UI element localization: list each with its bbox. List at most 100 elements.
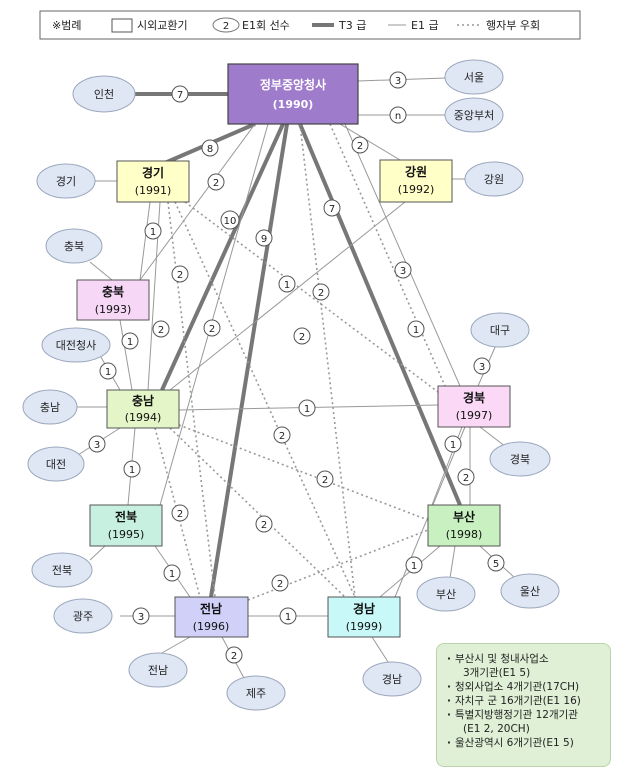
legend-count-label: E1회 선수 (242, 19, 290, 32)
system-jeonnam-year: (1996) (193, 620, 230, 633)
node-incheon (72, 75, 136, 113)
count-dot-gyeonggi-gyeongnam (273, 426, 291, 444)
count-center-gyeongbuk (394, 261, 412, 279)
link-center-gyeongbuk (344, 123, 461, 387)
count-jeonnam-gyeongnam-text: 1 (285, 612, 291, 623)
node-seoul-label: 서울 (464, 71, 484, 84)
count-daejeongov-chungnam-text: 1 (105, 367, 111, 378)
count-gwangju-jeonnam (132, 607, 150, 625)
system-gyeongbuk-year: (1997) (456, 409, 493, 422)
count-center-busan (323, 199, 341, 217)
note-item: 청외사업소 4개기관(17CH) (447, 680, 604, 694)
system-gyeongbuk-title: 경북 (463, 391, 485, 405)
count-dot-gyeonggi-jeonnam (171, 265, 189, 283)
count-center-gyeonggi-text: 8 (207, 144, 213, 155)
system-center-year: (1990) (273, 98, 314, 111)
systems: 정부중앙청사 (1990) 경기 (1991) 강원 (1992) 충북 (19… (76, 63, 511, 638)
node-ulsan-label: 울산 (520, 585, 540, 598)
node-gyeongnam-label: 경남 (382, 673, 402, 686)
system-jeonbuk-title: 전북 (115, 509, 137, 524)
count-center-seoul-text: 3 (395, 76, 401, 87)
notes-panel: 부산시 및 청내사업소 3개기관(E1 5) 청외사업소 4개기관(17CH) … (436, 643, 611, 767)
count-gyeonggi-chungnam (152, 320, 170, 338)
node-gyeongnam (362, 661, 422, 697)
count-center-gyeonggi (201, 139, 219, 157)
count-incheon-center-text: 7 (177, 90, 183, 101)
link-jeonbuk-node (89, 545, 106, 561)
legend-dotted-label: 행자부 우회 (486, 19, 540, 32)
count-gwangju-jeonnam-text: 3 (138, 612, 144, 623)
count-chungnam-jeonbuk (123, 460, 141, 478)
notes-list: 부산시 및 청내사업소 3개기관(E1 5) 청외사업소 4개기관(17CH) … (447, 652, 604, 750)
node-ministries (444, 97, 504, 133)
count-dot-chungnam-busan-text: 2 (322, 475, 328, 486)
link-center-jeonbuk (159, 123, 269, 506)
count-gyeongbuk-gyeongnam-text: 1 (450, 440, 456, 451)
node-chungnam-label: 충남 (40, 401, 60, 414)
count-busan-gyeongnam-text: 1 (411, 561, 417, 572)
count-gyeongbuk-busan (457, 468, 475, 486)
count-chungnam-jeonbuk-text: 1 (129, 465, 135, 476)
system-gangwon-year: (1992) (398, 183, 435, 196)
node-chungnam (22, 389, 78, 425)
node-incheon-label: 인천 (94, 87, 114, 101)
count-gyeonggi-chungnam-text: 2 (158, 325, 164, 336)
count-chungbuk-chungnam (121, 332, 139, 350)
count-dot-jeonnam-busan-text: 2 (277, 579, 283, 590)
count-dot-gyeonggi-gyeongbuk-text: 2 (299, 332, 305, 343)
node-chungbuk-label: 충북 (64, 240, 84, 253)
count-busan-ulsan (487, 554, 505, 572)
count-gangwon-chungnam (278, 275, 296, 293)
system-busan-year: (1998) (446, 528, 483, 541)
count-center-gangwon-text: 2 (357, 141, 363, 152)
count-center-jeonbuk-text: 2 (209, 324, 215, 335)
legend-e1-label: E1 급 (411, 19, 439, 32)
count-jeonbuk-jeonnam (163, 564, 181, 582)
link-dot-jeonnam-busan (247, 529, 429, 601)
count-center-jeonbuk (203, 319, 221, 337)
count-gyeonggi-chungbuk (144, 222, 162, 240)
count-dot-gyeonggi-gyeongbuk (293, 327, 311, 345)
count-daegu-gyeongbuk-text: 3 (479, 362, 485, 373)
system-chungbuk (76, 279, 150, 321)
note-item: (E1 2, 20CH) (463, 723, 530, 735)
node-jeju (226, 675, 286, 711)
node-daejeon-gov (41, 327, 111, 363)
system-jeonnam (174, 596, 249, 638)
count-dot-chungnam-busan (316, 470, 334, 488)
system-busan (427, 504, 501, 547)
legend-count-sample: 2 (223, 21, 229, 32)
count-daejeongov-chungnam (99, 362, 117, 380)
link-dot-center-gyeongnam (299, 123, 356, 598)
count-gangwon-chungnam-text: 1 (284, 280, 290, 291)
system-gangwon-title: 강원 (405, 165, 427, 179)
node-gwangju-label: 광주 (73, 610, 93, 623)
count-busan-ulsan-text: 5 (493, 559, 499, 570)
node-gyeongbuk-label: 경북 (510, 453, 530, 466)
link-busan-node (449, 545, 456, 579)
note-item: 3개기관(E1 5) (463, 667, 531, 679)
system-center-title: 정부중앙청사 (260, 77, 326, 92)
link-gyeongnam-node (371, 636, 391, 666)
node-gyeonggi (36, 163, 96, 199)
link-gyeonggi-chungbuk (139, 201, 151, 281)
count-gyeongbuk-gyeongnam (444, 435, 462, 453)
link-dot-chungnam-busan (178, 424, 429, 521)
system-jeonnam-title: 전남 (200, 601, 222, 616)
count-center-gyeongbuk-e1 (407, 320, 425, 338)
node-seoul (444, 59, 504, 95)
count-center-gyeongbuk-e1-text: 1 (413, 325, 419, 336)
note-item: 자치구 군 16개기관(E1 16) (447, 694, 604, 708)
legend: ※범례 시외교환기 2 E1회 선수 T3 급 E1 급 행자부 우회 (39, 10, 581, 40)
node-gwangju (53, 598, 113, 634)
count-gyeonggi-chungbuk-text: 1 (150, 227, 156, 238)
system-jeonbuk-year: (1995) (108, 528, 145, 541)
system-chungbuk-title: 충북 (102, 284, 124, 299)
count-jeonnam-jeju (225, 646, 243, 664)
count-daejeon-chungnam (88, 435, 106, 453)
nodes: 인천 서울 중앙부처 경기 강원 충북 대전청사 충남 대전 대구 경북 전북 … (22, 59, 560, 711)
link-dot-chungnam-gyeongnam (169, 427, 346, 598)
count-gyeongbuk-busan-text: 2 (463, 473, 469, 484)
